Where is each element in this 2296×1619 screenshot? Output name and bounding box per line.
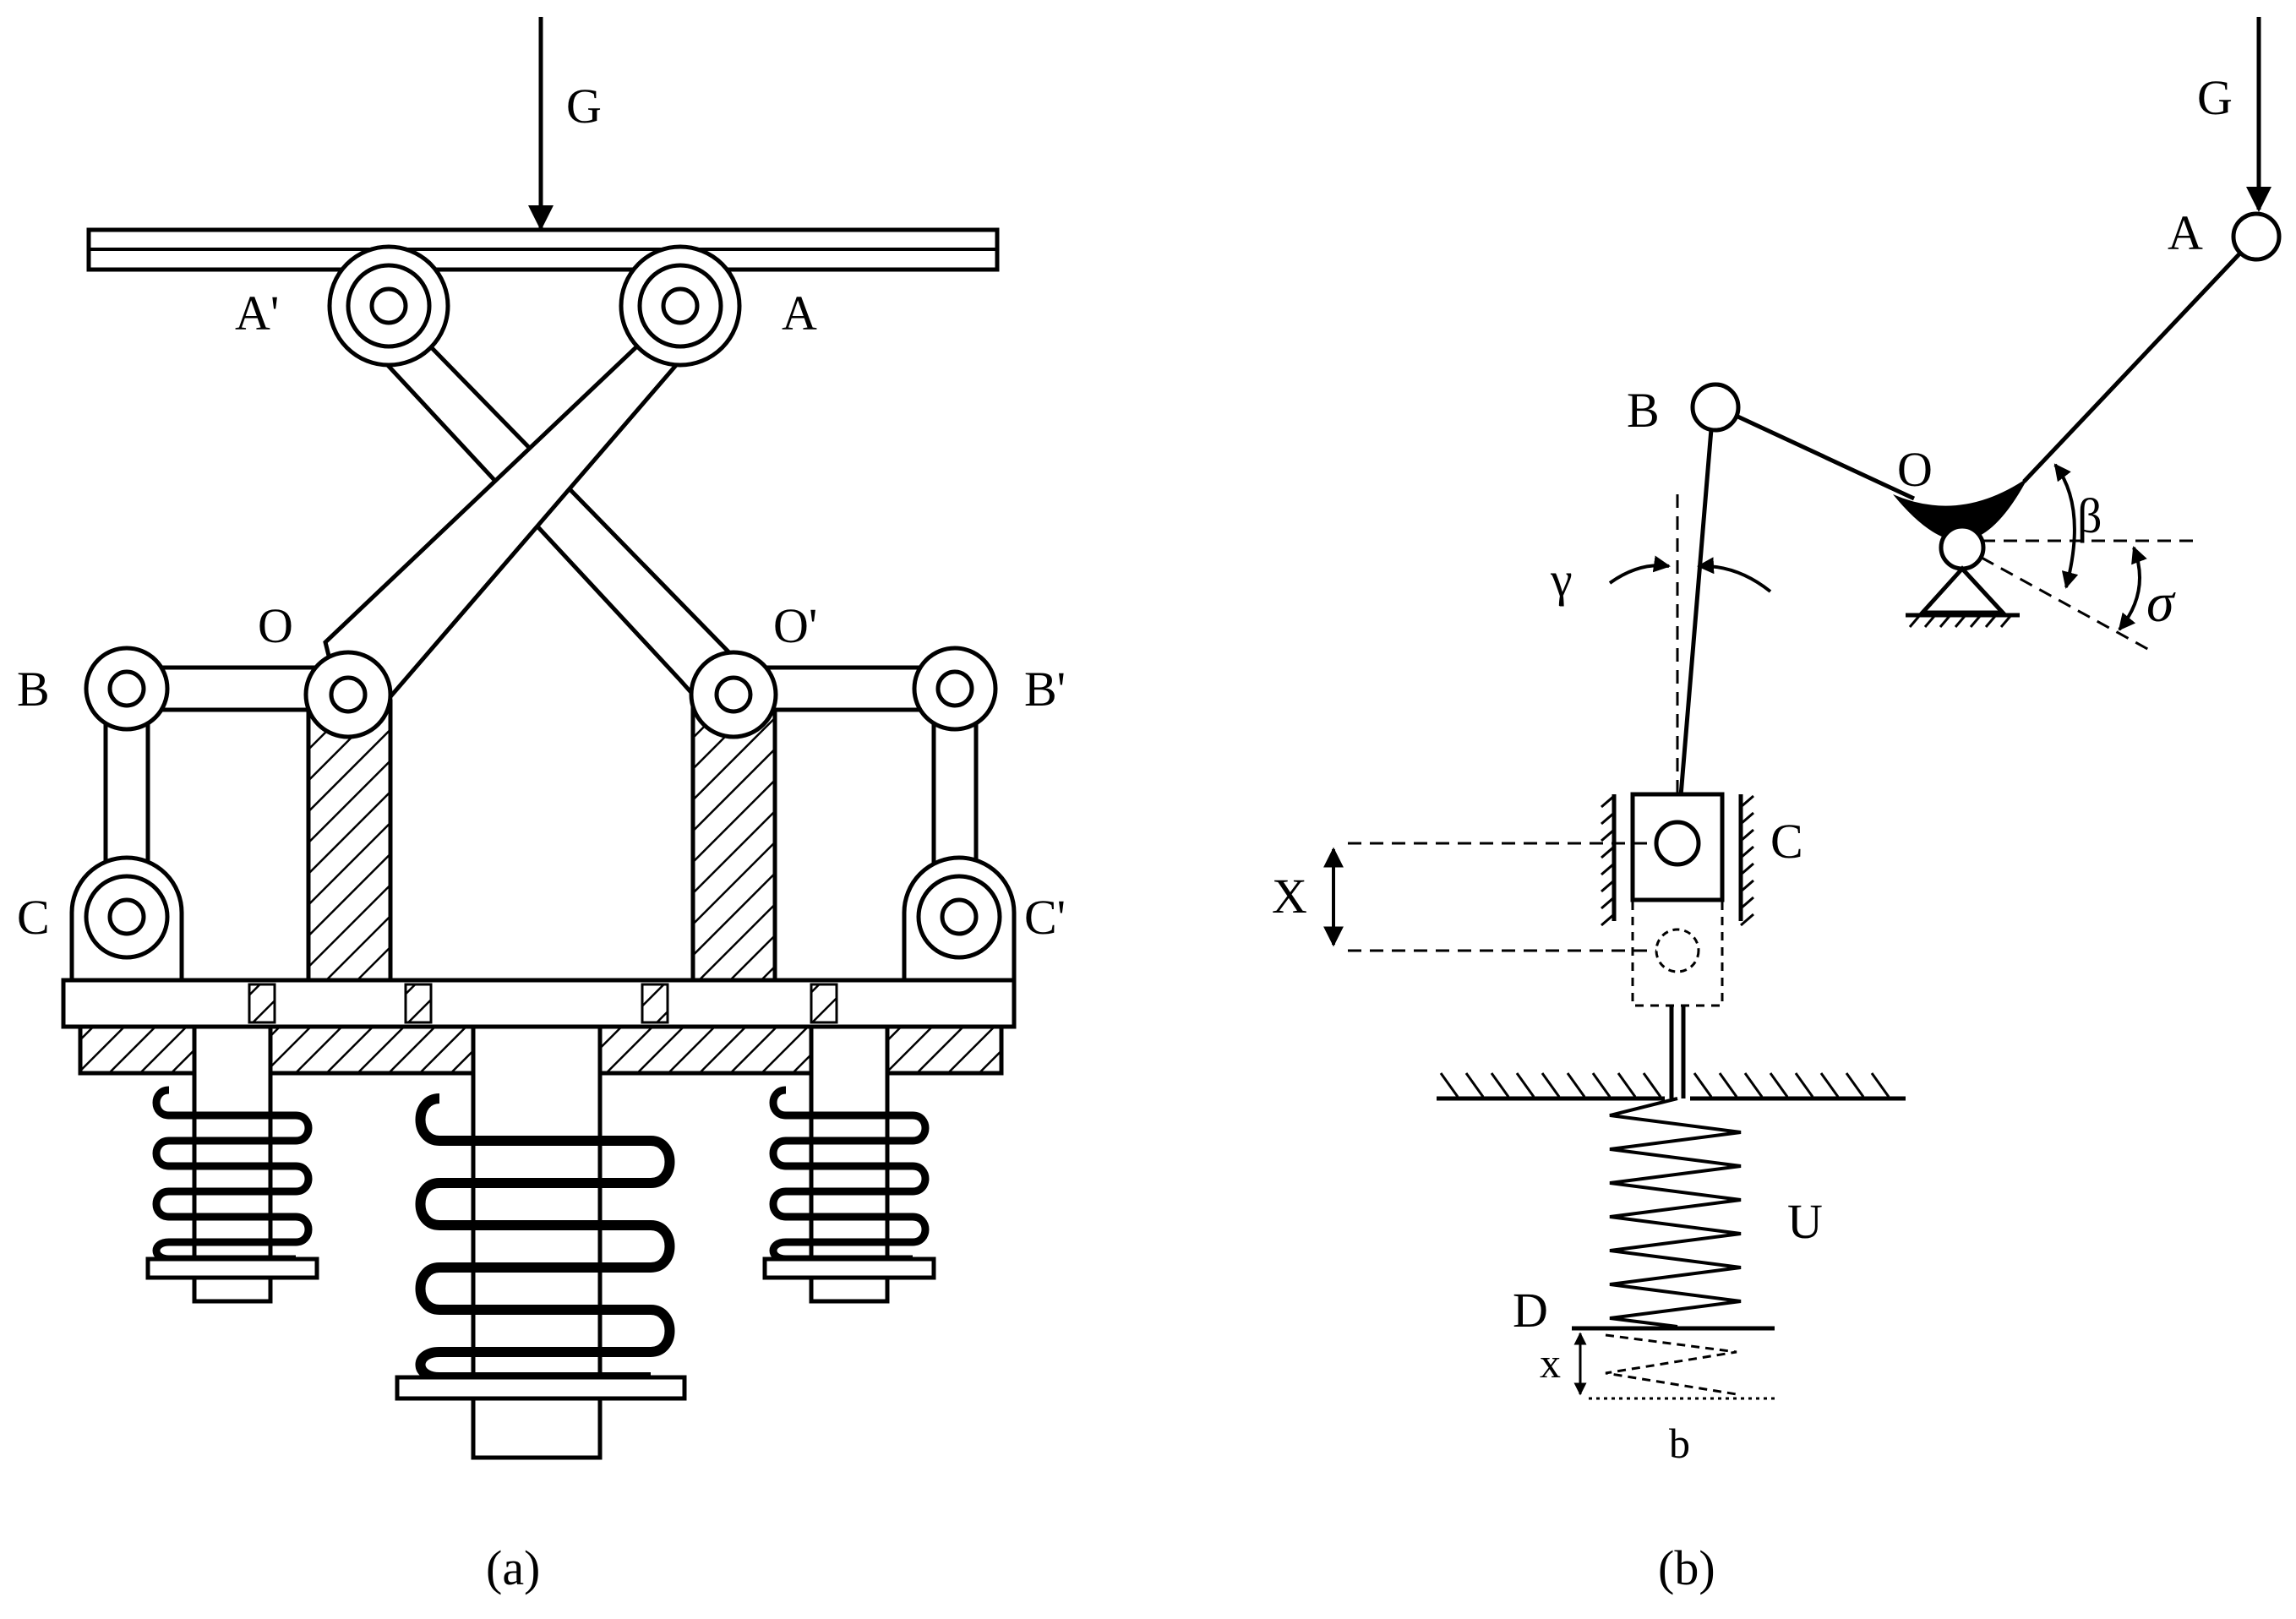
joint-a-prime xyxy=(327,244,450,368)
label-a-b: B xyxy=(17,662,50,717)
label-b-x-upper: X xyxy=(1272,869,1307,924)
joint-b-a xyxy=(2231,211,2282,262)
joint-o xyxy=(303,650,393,739)
panel-b xyxy=(1323,17,2282,1400)
label-b-beta: β xyxy=(2077,488,2102,543)
caption-a: (a) xyxy=(486,1540,540,1595)
fillet-o xyxy=(1893,477,2028,541)
gamma-arc-left xyxy=(1608,555,1671,585)
spring-ground-hatch xyxy=(1439,1072,1890,1098)
slider-c-pin xyxy=(1654,820,1701,867)
label-b-d: D xyxy=(1513,1283,1548,1338)
label-a-g: G xyxy=(566,79,602,134)
panel-a-labels: G A' A O O' B B' C C' (a) xyxy=(17,79,1066,1595)
label-a-o-prime: O' xyxy=(773,598,817,653)
label-b-b-lower: b xyxy=(1669,1420,1690,1467)
label-b-x-lower: x xyxy=(1540,1339,1561,1387)
left-pillar xyxy=(306,699,393,1017)
label-b-c: C xyxy=(1770,814,1803,869)
center-spring xyxy=(395,1024,687,1460)
bracket-c-prime xyxy=(902,855,1017,980)
label-a-prime: A' xyxy=(235,286,279,341)
label-a-b-prime: B' xyxy=(1024,662,1066,717)
guide-hatch-left xyxy=(1601,794,1615,927)
sigma-arc xyxy=(2118,546,2147,631)
label-a-o: O xyxy=(258,598,293,653)
link-b-o-b xyxy=(1731,412,1916,501)
label-b-sigma: σ xyxy=(2146,572,2176,634)
bracket-c xyxy=(69,855,184,980)
joint-b xyxy=(84,646,170,732)
center-housing xyxy=(388,710,695,983)
right-spring xyxy=(762,1024,936,1304)
left-spring xyxy=(145,1024,319,1304)
gamma-arc-right xyxy=(1697,557,1772,593)
label-b-g: G xyxy=(2197,70,2233,125)
pivot-support xyxy=(1917,565,2008,615)
beta-arc xyxy=(2053,463,2079,589)
spring-u xyxy=(1609,1097,1742,1328)
label-a-c: C xyxy=(17,890,50,945)
right-pillar xyxy=(690,699,777,1017)
label-b-a: A xyxy=(2168,205,2203,260)
label-a-c-prime: C' xyxy=(1024,890,1066,945)
joint-o-prime xyxy=(689,650,778,739)
base-plate xyxy=(61,978,1017,1029)
joint-a xyxy=(619,244,742,368)
guide-hatch-right xyxy=(1740,794,1754,927)
joint-b-b xyxy=(1690,382,1741,433)
link-a-o xyxy=(2022,243,2250,483)
panel-b-labels: G A B O β σ γ C X U D x b (b) xyxy=(1272,70,2233,1595)
label-b-b: B xyxy=(1627,383,1660,438)
caption-b: (b) xyxy=(1658,1540,1715,1595)
slider-displaced xyxy=(1631,898,1724,1007)
panel-a xyxy=(61,17,1017,1460)
pivot-ground-hatch xyxy=(1908,614,2013,628)
pivot-o xyxy=(1939,524,1986,571)
label-b-u: U xyxy=(1787,1194,1823,1249)
joint-b-prime xyxy=(912,646,998,732)
label-a-a: A xyxy=(782,286,817,341)
link-b-c-b xyxy=(1675,428,1714,837)
spring-displaced xyxy=(1605,1333,1737,1396)
label-b-gamma: γ xyxy=(1550,552,1573,607)
label-b-o: O xyxy=(1897,442,1933,497)
slider-displaced-pin xyxy=(1655,928,1700,973)
